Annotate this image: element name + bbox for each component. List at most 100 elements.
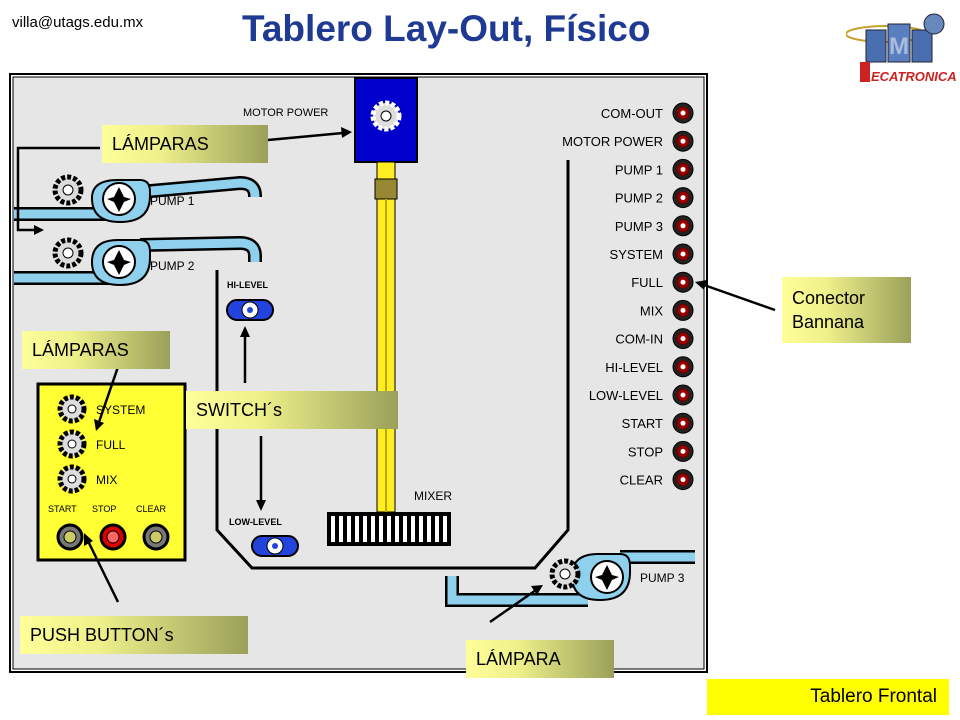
connector-hole [680,166,686,172]
mixer-blade [411,516,415,542]
mixer-blade [403,516,407,542]
callout-conector-line1: Conector [792,288,866,308]
stop-button-label: STOP [92,504,116,514]
mix-lamp-icon [57,464,87,494]
arrow-pump-lamps [16,146,100,232]
footer-label: Tablero Frontal [707,679,949,715]
arrow-box-lamps [97,363,121,423]
connector-hole [680,110,686,116]
low-level-switch[interactable] [251,535,299,557]
stop-button[interactable] [99,523,127,551]
clear-button[interactable] [142,523,170,551]
pump1-lamp-icon [52,174,84,206]
mixer-blade [363,516,367,542]
pump3-icon [570,553,631,602]
connector-label: COM-OUT [601,106,663,121]
motor-power-label: MOTOR POWER [243,107,328,119]
banana-connector[interactable]: STOP [628,440,694,462]
connector-label: SYSTEM [610,247,663,262]
banana-connector[interactable]: FULL [631,271,694,293]
connector-label: MIX [640,303,663,318]
system-lamp-label: SYSTEM [96,403,145,417]
connector-label: FULL [631,275,663,290]
motor-coupling [374,178,398,200]
mixer-blade [339,516,343,542]
start-button[interactable] [56,523,84,551]
connector-label: CLEAR [620,473,663,488]
banana-connector[interactable]: PUMP 3 [615,215,694,237]
connector-hole [680,307,686,313]
pump1-icon [90,179,151,224]
callout-switches: SWITCH´s [186,391,398,429]
mix-lamp-label: MIX [96,473,117,487]
arrow-pump3-lamp [489,588,537,624]
connector-label: PUMP 3 [615,219,663,234]
pump2-icon [90,239,151,287]
banana-connector[interactable]: SYSTEM [610,243,694,265]
banana-connector[interactable]: PUMP 2 [615,187,694,209]
connector-hole [680,420,686,426]
mixer-blades [327,512,451,546]
banana-connector[interactable]: MOTOR POWER [562,130,694,152]
mixer-blade [371,516,375,542]
full-lamp-label: FULL [96,438,126,452]
pump3-lamp-icon [549,558,581,590]
banana-connector[interactable]: COM-OUT [601,102,694,124]
motor-coupling-top [376,161,396,181]
connector-label: STOP [628,444,663,459]
mixer-blade [347,516,351,542]
connector-column: COM-OUT MOTOR POWER PUMP 1 PUMP 2 PUMP 3 SYST… [562,102,694,491]
banana-connector[interactable]: COM-IN [615,328,694,350]
logo-text: ECATRONICA [871,69,957,84]
banana-connector[interactable]: HI-LEVEL [605,356,694,378]
connector-hole [680,477,686,483]
banana-connector[interactable]: CLEAR [620,469,694,491]
start-button-label: START [48,504,77,514]
connector-hole [680,336,686,342]
connector-label: START [622,416,663,431]
low-level-label: LOW-LEVEL [229,517,282,527]
mixer-blade [435,516,439,542]
callout-push-buttons: PUSH BUTTON´s [20,616,248,654]
clear-button-label: CLEAR [136,504,167,514]
email-address: villa@utags.edu.mx [12,14,144,31]
mixer-blade [331,516,335,542]
mixer-blade [395,516,399,542]
banana-connector[interactable]: PUMP 1 [615,158,694,180]
hi-level-switch[interactable] [226,299,274,321]
connector-label: COM-IN [615,332,663,347]
pump3-pipe [445,550,695,607]
callout-lamparas-top: LÁMPARAS [102,125,268,163]
arrow-motor-lamp [267,131,344,142]
hi-level-label: HI-LEVEL [227,280,269,290]
connector-hole [680,138,686,144]
tank-outline [215,160,570,570]
mixer-blade [387,516,391,542]
connector-label: HI-LEVEL [605,360,663,375]
slide-title: Tablero Lay-Out, Físico [242,8,651,49]
connector-label: PUMP 1 [615,162,663,177]
banana-connector[interactable]: START [622,412,694,434]
mecatronica-logo: M ECATRONICA [846,13,957,84]
connector-label: LOW-LEVEL [589,388,663,403]
arrow-push-buttons [86,540,120,603]
mixer-blade [379,516,383,542]
pump1-label: PUMP 1 [150,194,195,208]
connector-hole [680,223,686,229]
callout-conector-line2: Bannana [792,312,865,332]
pump2-label: PUMP 2 [150,259,195,273]
callout-lamparas-left: LÁMPARAS [22,331,170,369]
connector-hole [680,364,686,370]
annotation-arrows [16,127,776,624]
pump1-pipe [14,175,262,221]
connector-label: PUMP 2 [615,191,663,206]
connector-hole [680,251,686,257]
arrow-connector [703,283,776,312]
connector-hole [680,195,686,201]
mixer-blade [443,516,447,542]
mixer-blade [355,516,359,542]
banana-connector[interactable]: MIX [640,299,694,321]
banana-connector[interactable]: LOW-LEVEL [589,384,694,406]
logo-letter: M [889,33,909,60]
